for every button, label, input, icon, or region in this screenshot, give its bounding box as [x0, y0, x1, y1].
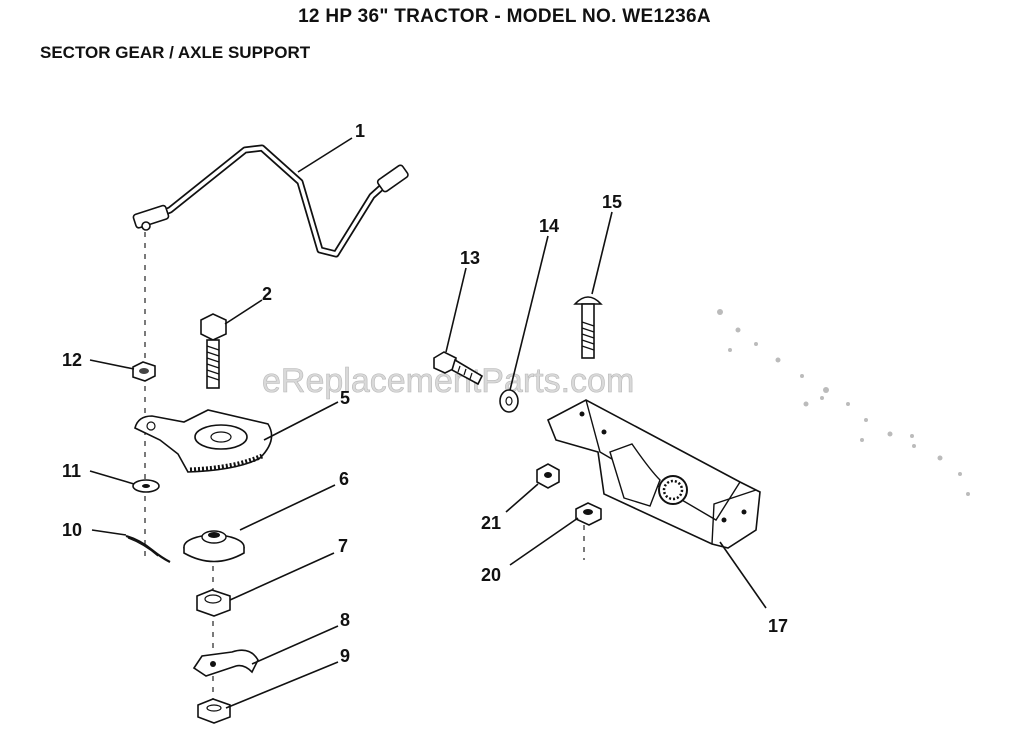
part-17-axle-support — [546, 399, 761, 549]
callout-7: 7 — [338, 536, 348, 556]
part-20-nut — [575, 502, 602, 526]
callout-2: 2 — [262, 284, 272, 304]
callout-15: 15 — [602, 192, 622, 212]
part-2-bolt — [200, 313, 227, 389]
callout-13: 13 — [460, 248, 480, 268]
callout-5: 5 — [340, 388, 350, 408]
section-subtitle: SECTOR GEAR / AXLE SUPPORT — [40, 43, 311, 62]
callout-11: 11 — [62, 461, 81, 481]
leader-lines — [89, 137, 767, 709]
part-7-nut — [196, 589, 231, 617]
callout-labels: 1 2 5 6 7 8 9 10 11 12 13 14 15 17 20 21 — [62, 121, 788, 666]
callout-10: 10 — [62, 520, 82, 540]
callout-8: 8 — [340, 610, 350, 630]
part-15-carriage-bolt — [573, 296, 603, 359]
part-6-bushing — [183, 530, 245, 563]
part-5-sector-gear — [134, 409, 273, 473]
callout-21: 21 — [481, 513, 501, 533]
callout-12: 12 — [62, 350, 82, 370]
faded-background-parts — [717, 309, 970, 496]
callout-1: 1 — [355, 121, 365, 141]
part-14-washer — [499, 389, 519, 413]
part-10-cotter-pin — [125, 534, 171, 563]
part-9-nut — [197, 698, 231, 724]
page-title: 12 HP 36" TRACTOR - MODEL NO. WE1236A — [298, 6, 711, 27]
callout-17: 17 — [768, 616, 788, 636]
callout-9: 9 — [340, 646, 350, 666]
part-21-nut — [536, 463, 560, 489]
part-12-nut — [132, 361, 156, 382]
part-11-washer — [132, 479, 160, 493]
part-8-clip — [192, 649, 259, 677]
callout-20: 20 — [481, 565, 501, 585]
part-1-drag-link — [132, 144, 409, 258]
callout-14: 14 — [539, 216, 559, 236]
callout-6: 6 — [339, 469, 349, 489]
part-13-bolt — [433, 351, 484, 386]
